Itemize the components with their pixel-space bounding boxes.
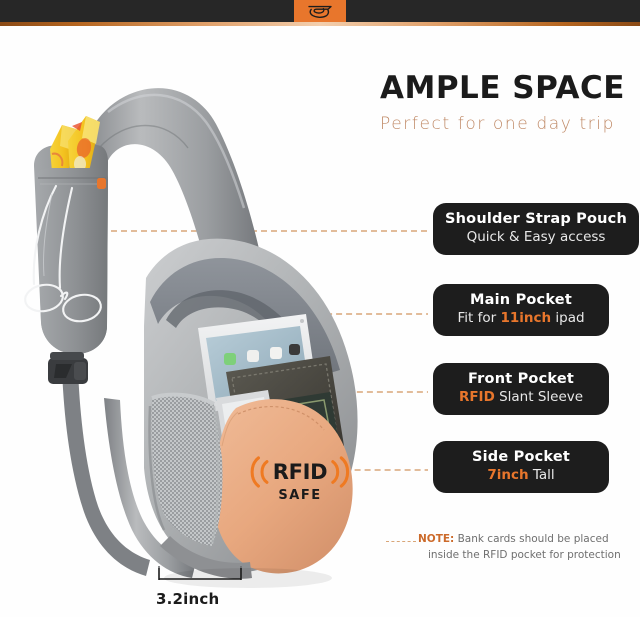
header-accent-rule (0, 22, 640, 26)
callout-main-pocket[interactable]: Main Pocket Fit for 11inch ipad (433, 284, 609, 336)
rfid-safe-label: SAFE (278, 488, 322, 503)
note-line-2: inside the RFID pocket for protection (428, 549, 621, 562)
rfid-safe-badge: RFID SAFE (250, 455, 350, 503)
shoulder-strap-pouch (24, 116, 108, 354)
callout-front-pocket[interactable]: Front Pocket RFID Slant Sleeve (433, 363, 609, 415)
callout-sub-highlight: 7inch (487, 467, 529, 484)
callout-sub-prefix: Quick & Easy access (466, 229, 606, 246)
callout-sub-suffix: Tall (528, 467, 555, 484)
dimension-bracket-icon (158, 550, 242, 580)
product-image-sling-bag (0, 26, 400, 617)
callout-subtitle: Quick & Easy access (445, 229, 627, 247)
dimension-label: 3.2inch (156, 590, 220, 608)
callout-subtitle: Fit for 11inch ipad (445, 310, 597, 328)
buckle (48, 352, 88, 384)
snack-packets (50, 116, 100, 176)
side-mesh-pocket (148, 392, 223, 546)
callout-sub-suffix: Slant Sleeve (494, 389, 584, 406)
callout-shoulder-strap-pouch[interactable]: Shoulder Strap Pouch Quick & Easy access (433, 203, 640, 255)
callout-subtitle: 7inch Tall (445, 467, 597, 485)
note-text-1: Bank cards should be placed (457, 533, 609, 545)
callout-title: Side Pocket (471, 449, 571, 465)
note-connector-dash (386, 541, 416, 542)
callout-sub-prefix: Fit for (457, 310, 501, 327)
waist-strap (48, 352, 252, 579)
title-block: AMPLE SPACE Perfect for one day trip (380, 72, 630, 134)
callout-subtitle: RFID Slant Sleeve (445, 389, 597, 407)
callout-sub-highlight: RFID (458, 389, 495, 406)
dimension-indicator: 3.2inch (156, 550, 244, 608)
callout-side-pocket[interactable]: Side Pocket 7inch Tall (433, 441, 609, 493)
callout-sub-suffix: ipad (551, 310, 585, 327)
callout-title: Shoulder Strap Pouch (445, 211, 628, 227)
rfid-signal-left-icon (250, 456, 269, 488)
callout-sub-highlight: 11inch (500, 310, 552, 327)
note-label: NOTE: (418, 533, 455, 545)
note-block: NOTE: Bank cards should be placed inside… (418, 531, 633, 564)
rfid-label: RFID (272, 460, 328, 484)
page-subtitle: Perfect for one day trip (380, 113, 616, 134)
brand-logo-icon (308, 5, 332, 18)
rfid-signal-right-icon (331, 456, 350, 488)
brand-logo-tab (294, 0, 346, 22)
note-line-1: NOTE: Bank cards should be placed (418, 531, 633, 547)
page-title: AMPLE SPACE (380, 70, 625, 106)
callout-title: Main Pocket (470, 292, 572, 308)
callout-title: Front Pocket (468, 371, 574, 387)
front-pocket-rfid (213, 399, 353, 574)
